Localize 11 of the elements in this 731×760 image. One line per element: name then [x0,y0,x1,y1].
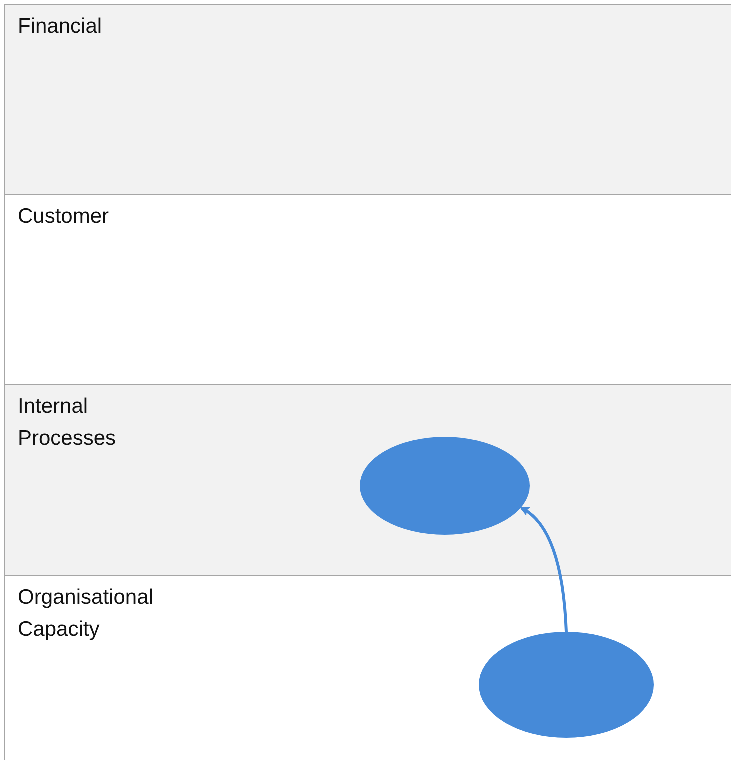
lane-title: Financial [18,14,104,40]
ellipse-node [479,632,654,738]
ellipse-node [360,437,530,535]
swimlane-band [4,4,731,194]
arrow [520,506,568,632]
lane-title: Customer [18,204,110,230]
swimlane-band [4,194,731,384]
swimlane-band [4,384,731,575]
lane-title: Organisational Capacity [18,585,154,643]
swimlane-band [4,575,731,760]
lane-title: Internal Processes [18,394,118,452]
